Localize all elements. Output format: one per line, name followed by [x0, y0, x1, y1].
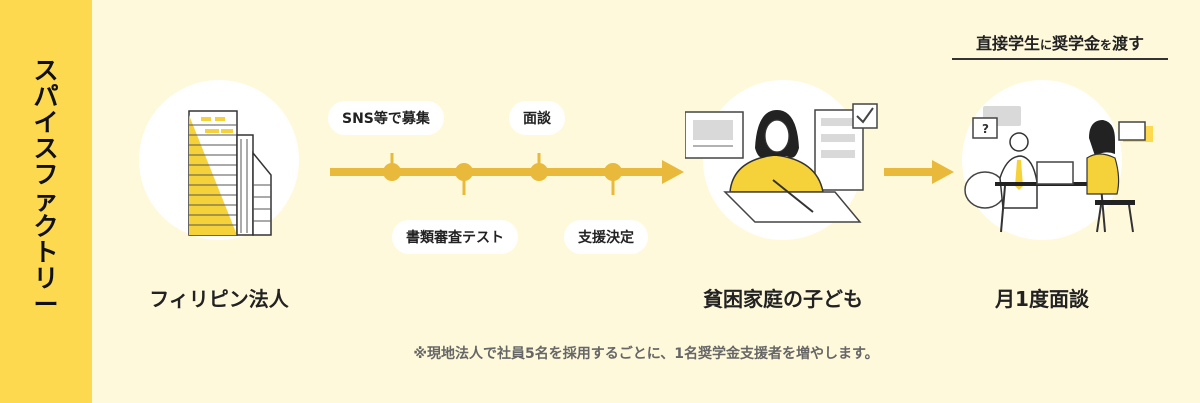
sidebar-title-char: ス	[33, 134, 59, 163]
stage-label-philippine-corp: フィリピン法人	[149, 287, 289, 311]
sidebar-title-char: ス	[33, 56, 59, 85]
scholarship-callout: 直接学生に奨学金を渡す	[952, 30, 1168, 60]
callout-text-wo: を	[1100, 38, 1113, 52]
meeting-icon: ?	[964, 106, 1153, 233]
sidebar-title-char: リ	[33, 264, 59, 293]
stage-label-poor-children: 貧困家庭の子ども	[703, 287, 863, 311]
sidebar-title-char: ァ	[33, 186, 59, 215]
callout-text-ni: に	[1039, 38, 1052, 52]
sidebar-title-char: フ	[33, 160, 59, 189]
step-pill-support-decision: 支援決定	[564, 220, 648, 254]
sidebar-title-char: パ	[33, 82, 59, 111]
stage-label-monthly-interview: 月1度面談	[995, 287, 1089, 311]
sidebar-title-char: ー	[33, 290, 59, 319]
callout-text-hand-over: 渡す	[1112, 34, 1145, 53]
sidebar: スパイスファクトリー	[0, 0, 92, 403]
sidebar-title-char: イ	[33, 108, 59, 137]
student-studying-icon	[685, 103, 878, 223]
sidebar-title-char: ク	[33, 212, 59, 241]
svg-text:?: ?	[982, 122, 989, 136]
timeline-line	[330, 153, 684, 195]
callout-text-direct-student: 直接学生	[975, 34, 1040, 53]
sidebar-title: スパイスファクトリー	[0, 58, 92, 358]
flow-arrow	[884, 160, 954, 184]
footnote: ※現地法人で社員5名を採用するごとに、1名奨学金支援者を増やします。	[413, 346, 879, 362]
step-pill-screening: 書類審査テスト	[392, 220, 518, 254]
building-icon	[188, 110, 272, 236]
sidebar-title-char: ト	[33, 238, 59, 267]
step-pill-sns-recruit: SNS等で募集	[328, 101, 444, 135]
step-pill-interview: 面談	[509, 101, 565, 135]
callout-text-scholarship: 奨学金	[1051, 34, 1100, 53]
